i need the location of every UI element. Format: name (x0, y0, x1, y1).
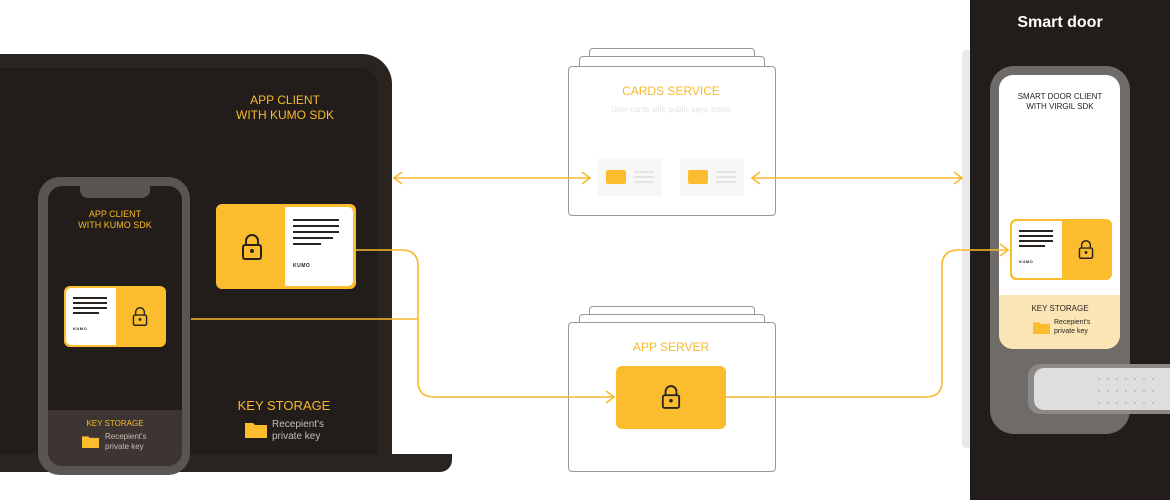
app-server-lock-card (616, 366, 726, 429)
phone-key-caption: Recepient's private key (105, 432, 175, 452)
smart-door-key-storage-panel (999, 295, 1120, 349)
phone-key-storage-panel (48, 410, 182, 466)
smart-door-key-line2: private key (1054, 328, 1088, 335)
lock-icon (242, 234, 262, 260)
door-handle-plate (1034, 368, 1170, 410)
app-server-title: APP SERVER (632, 340, 710, 354)
laptop-client-title: APP CLIENT WITH KUMO SDK (215, 93, 355, 123)
door-frame-strip (962, 50, 970, 448)
card-icon (606, 170, 626, 184)
smart-door-client-title: SMART DOOR CLIENT WITH VIRGIL SDK (1005, 92, 1115, 112)
folder-icon (245, 423, 267, 438)
laptop-key-storage-label: KEY STORAGE (237, 398, 331, 413)
smart-door-heading: Smart door (1017, 14, 1103, 31)
phone-notch (80, 186, 150, 198)
card-icon (688, 170, 708, 184)
user-card-1 (598, 158, 662, 196)
phone-client-title-line1: APP CLIENT (88, 209, 142, 219)
folder-icon (82, 436, 99, 448)
phone-key-line1: Recepient's (105, 432, 147, 441)
laptop-client-title-line1: APP CLIENT (250, 93, 320, 107)
phone-certificate-card: KUMO (64, 286, 166, 347)
laptop-key-line2: private key (272, 431, 321, 442)
phone-client-title: APP CLIENT WITH KUMO SDK (56, 209, 174, 231)
laptop-card-brand: KUMO (293, 263, 311, 269)
phone-card-document: KUMO (66, 288, 116, 345)
smart-door-card-brand: KUMO (1019, 259, 1034, 264)
smart-door-card-document: KUMO (1012, 221, 1062, 278)
lock-icon (1078, 240, 1094, 259)
phone-key-storage-label: KEY STORAGE (86, 419, 144, 428)
lock-icon (661, 385, 681, 409)
smart-door-title-line2: WITH VIRGIL SDK (1026, 102, 1094, 111)
laptop-key-caption: Recepient's private key (272, 419, 352, 443)
laptop-certificate-card: KUMO (216, 204, 356, 289)
phone-client-title-line2: WITH KUMO SDK (78, 220, 152, 230)
smart-door-certificate-card: KUMO (1010, 219, 1112, 280)
laptop-card-document: KUMO (285, 207, 353, 286)
smart-door-key-caption: Recepient's private key (1054, 318, 1114, 336)
smart-door-title-line1: SMART DOOR CLIENT (1017, 92, 1103, 101)
smart-door-key-storage-label: KEY STORAGE (1031, 304, 1089, 313)
laptop-key-line1: Recepient's (272, 419, 324, 430)
door-handle-dots (1098, 378, 1154, 404)
smart-door-key-line1: Recepient's (1054, 319, 1091, 326)
phone-key-line2: private key (105, 442, 144, 451)
phone-card-brand: KUMO (73, 326, 88, 331)
cards-service-title: CARDS SERVICE (622, 84, 720, 98)
lock-icon (132, 307, 148, 326)
folder-icon (1033, 322, 1050, 334)
cards-service-subtitle: User cards with public keys inside (610, 105, 732, 114)
user-card-2 (680, 158, 744, 196)
laptop-client-title-line2: WITH KUMO SDK (236, 108, 334, 122)
